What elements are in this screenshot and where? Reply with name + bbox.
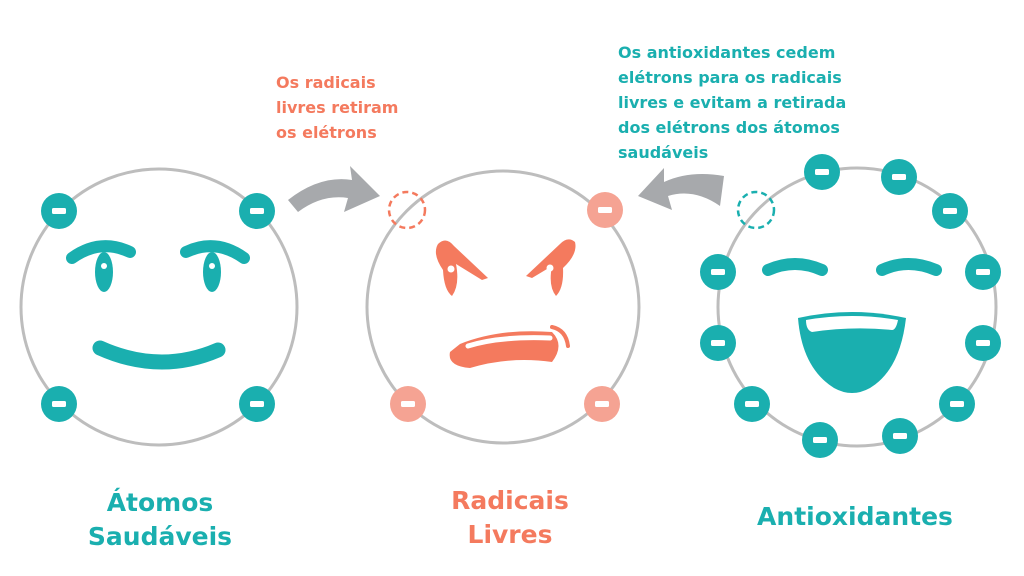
note-line: elétrons para os radicais	[618, 68, 842, 87]
label-line: Livres	[467, 520, 553, 549]
electron-icon	[700, 254, 736, 290]
electron-icon	[734, 386, 770, 422]
electron-icon	[41, 386, 77, 422]
antioxidants-label: Antioxidantes	[757, 502, 953, 531]
note-line: saudáveis	[618, 143, 709, 162]
electron-icon	[700, 325, 736, 361]
angry-face-icon	[435, 239, 576, 368]
electron-icon	[587, 192, 623, 228]
note-line: os elétrons	[276, 123, 377, 142]
note-line: Os antioxidantes cedem	[618, 43, 836, 62]
electron-icon	[965, 325, 1001, 361]
note-line: livres retiram	[276, 98, 399, 117]
arrow-right-icon	[288, 166, 380, 212]
electron-icon	[41, 193, 77, 229]
happy-face-icon	[66, 240, 250, 370]
electron-icon	[239, 386, 275, 422]
electron-icon	[932, 193, 968, 229]
arrow-left-icon	[638, 168, 724, 210]
electron-icon	[239, 193, 275, 229]
antioxidant	[700, 154, 1001, 458]
donated-electron-icon	[736, 190, 776, 230]
atom-orbit	[365, 169, 641, 445]
electron-icon	[881, 159, 917, 195]
note-line: livres e evitam a retirada	[618, 93, 847, 112]
healthy-atom	[19, 167, 299, 447]
electron-icon	[802, 422, 838, 458]
electron-icon	[939, 386, 975, 422]
free-radicals-label: Radicais Livres	[410, 484, 610, 552]
electron-icon	[965, 254, 1001, 290]
atom-orbit	[19, 167, 299, 447]
antioxidants-note: Os antioxidantes cedem elétrons para os …	[618, 40, 846, 165]
label-line: Radicais	[451, 486, 569, 515]
electron-icon	[882, 418, 918, 454]
free-radical	[365, 169, 641, 445]
note-line: dos elétrons dos átomos	[618, 118, 840, 137]
label-line: Átomos	[106, 488, 214, 517]
missing-electron-icon	[387, 190, 427, 230]
atom-orbit	[716, 166, 998, 448]
electron-icon	[584, 386, 620, 422]
electron-icon	[390, 386, 426, 422]
healthy-atoms-label: Átomos Saudáveis	[60, 486, 260, 554]
note-line: Os radicais	[276, 73, 376, 92]
label-line: Saudáveis	[87, 522, 233, 551]
radicals-note: Os radicais livres retiram os elétrons	[276, 70, 398, 145]
laughing-face-icon	[762, 258, 942, 393]
